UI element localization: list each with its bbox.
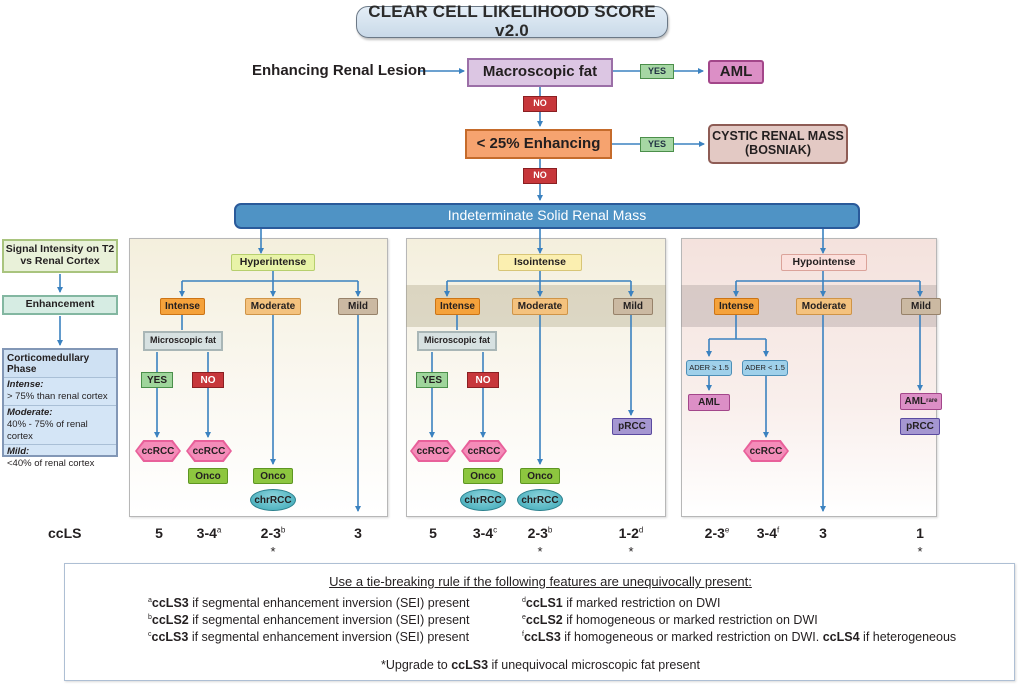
tie-breaking-note: fccLS3 if homogeneous or marked restrict… — [522, 630, 956, 644]
cm-mild-term: Mild: — [7, 446, 30, 458]
ccls-score: 1-2d — [619, 525, 644, 541]
tie-breaking-note: eccLS2 if homogeneous or marked restrict… — [522, 613, 818, 627]
ccls-score: 2-3e — [705, 525, 730, 541]
tie-breaking-note: accLS3 if segmental enhancement inversio… — [148, 596, 469, 610]
note-text: if homogeneous or marked restriction on … — [562, 613, 818, 627]
note-score: ccLS3 — [151, 596, 189, 610]
ccls-score: 5 — [155, 525, 163, 541]
note-footnote-letter: b — [148, 613, 152, 621]
ccls-score-footnote: e — [724, 525, 730, 535]
aml-result-node: AML — [708, 60, 764, 84]
cm-intense-term: Intense: — [7, 379, 44, 390]
tie-breaking-note: cccLS3 if segmental enhancement inversio… — [148, 630, 469, 644]
ccls-score-value: 3-4 — [196, 525, 217, 541]
ccls-score-value: 3 — [819, 525, 827, 541]
note-score: ccLS4 — [822, 630, 860, 644]
cm-moderate-def: 40% - 75% of renal cortex — [7, 418, 88, 442]
ccls-score-footnote: d — [638, 525, 644, 535]
tie-breaking-note: bccLS2 if segmental enhancement inversio… — [148, 613, 469, 627]
enhancing-lt25-node: < 25% Enhancing — [465, 129, 612, 159]
ccls-score-value: 3-4 — [472, 525, 494, 541]
note-footnote-letter: c — [148, 630, 152, 638]
cystic-renal-mass-node: CYSTIC RENAL MASS (BOSNIAK) — [708, 124, 848, 164]
microscopic-fat-upgrade-star: * — [537, 544, 543, 559]
ccls-score-value: 5 — [429, 525, 437, 541]
panel-isointense — [406, 238, 666, 517]
upgrade-pre: *Upgrade to — [381, 658, 452, 672]
note-text: if marked restriction on DWI — [562, 596, 721, 610]
ccls-score: 3 — [819, 525, 827, 541]
ccls-score: 3-4f — [757, 525, 779, 541]
note-footnote-letter: d — [522, 596, 526, 604]
upgrade-bold: ccLS3 — [451, 658, 489, 672]
diagram-title: CLEAR CELL LIKELIHOOD SCORE v2.0 — [356, 2, 668, 40]
ccls-score-value: 2-3 — [527, 525, 548, 541]
legend-corticomedullary-phase: Corticomedullary Phase Intense: > 75% th… — [2, 348, 118, 469]
note-score: ccLS2 — [525, 613, 563, 627]
yes-badge: YES — [640, 64, 674, 79]
no-badge: NO — [523, 96, 557, 112]
ccls-score: 3-4a — [197, 525, 222, 541]
ccls-score-footnote: a — [216, 525, 222, 535]
note-text: if segmental enhancement inversion (SEI)… — [188, 613, 470, 627]
cm-mild-def: <40% of renal cortex — [7, 458, 95, 470]
note-score: ccLS3 — [523, 630, 561, 644]
note-footnote-letter: f — [522, 630, 524, 638]
note-score: ccLS3 — [151, 630, 189, 644]
ccls-score-value: 3-4 — [756, 525, 777, 541]
ccls-score: 1 — [916, 525, 924, 541]
panel-hypointense — [681, 238, 937, 517]
microscopic-fat-upgrade-star: * — [917, 544, 923, 559]
note-footnote-letter: e — [522, 613, 526, 621]
ccls-score-footnote: c — [493, 525, 498, 535]
note-text: if segmental enhancement inversion (SEI)… — [188, 630, 470, 644]
upgrade-note: *Upgrade to ccLS3 if unequivocal microsc… — [65, 658, 1016, 672]
tie-breaking-heading: Use a tie-breaking rule if the following… — [329, 574, 752, 589]
cm-intense: Intense: > 75% than renal cortex — [4, 378, 116, 406]
macroscopic-fat-node: Macroscopic fat — [467, 58, 613, 87]
enhancement-band-hypo — [681, 285, 937, 327]
upgrade-post: if unequivocal microscopic fat present — [488, 658, 700, 672]
ccls-score-value: 1-2 — [618, 525, 639, 541]
ccls-score-footnote: b — [280, 525, 286, 535]
ccls-score-value: 5 — [155, 525, 163, 541]
ccls-score: 2-3b — [528, 525, 553, 541]
enhancement-band-iso — [406, 285, 666, 327]
cystic-line-1: CYSTIC RENAL MASS — [712, 129, 844, 144]
ccls-score-footnote: f — [777, 525, 780, 535]
panel-hyperintense — [129, 238, 388, 517]
yes-badge: YES — [640, 137, 674, 152]
microscopic-fat-upgrade-star: * — [270, 544, 276, 559]
no-badge: NO — [523, 168, 557, 184]
cm-mild: Mild: <40% of renal cortex — [4, 445, 116, 472]
tie-breaking-note: dccLS1 if marked restriction on DWI — [522, 596, 720, 610]
cm-moderate: Moderate: 40% - 75% of renal cortex — [4, 406, 116, 446]
ccls-score: 2-3b — [261, 525, 286, 541]
note-text: if heterogeneous — [859, 630, 957, 644]
note-text: if segmental enhancement inversion (SEI)… — [188, 596, 470, 610]
note-footnote-letter: a — [148, 596, 152, 604]
ccls-score: 3-4c — [473, 525, 497, 541]
indeterminate-solid-renal-mass-bar: Indeterminate Solid Renal Mass — [234, 203, 860, 229]
ccls-score: 3 — [354, 525, 362, 541]
ccls-score-value: 1 — [916, 525, 924, 541]
cm-moderate-term: Moderate: — [7, 406, 53, 418]
ccls-score-value: 3 — [354, 525, 362, 541]
cm-title: Corticomedullary Phase — [4, 350, 116, 378]
cystic-line-2: (BOSNIAK) — [745, 143, 811, 157]
ccls-score-value: 2-3 — [704, 525, 725, 541]
cm-intense-def: > 75% than renal cortex — [7, 390, 108, 402]
legend-enhancement: Enhancement — [2, 295, 118, 315]
ccls-score: 5 — [429, 525, 437, 541]
enhancing-renal-lesion-label: Enhancing Renal Lesion — [252, 62, 427, 79]
note-score: ccLS1 — [525, 596, 563, 610]
tie-breaking-box: Use a tie-breaking rule if the following… — [64, 563, 1015, 681]
microscopic-fat-upgrade-star: * — [628, 544, 634, 559]
ccls-score-footnote: b — [547, 525, 553, 535]
legend-signal-intensity: Signal Intensity on T2 vs Renal Cortex — [2, 239, 118, 273]
note-score: ccLS2 — [151, 613, 189, 627]
note-text: if homogeneous or marked restriction on … — [560, 630, 823, 644]
ccls-label: ccLS — [48, 525, 82, 541]
ccls-score-value: 2-3 — [260, 525, 281, 541]
